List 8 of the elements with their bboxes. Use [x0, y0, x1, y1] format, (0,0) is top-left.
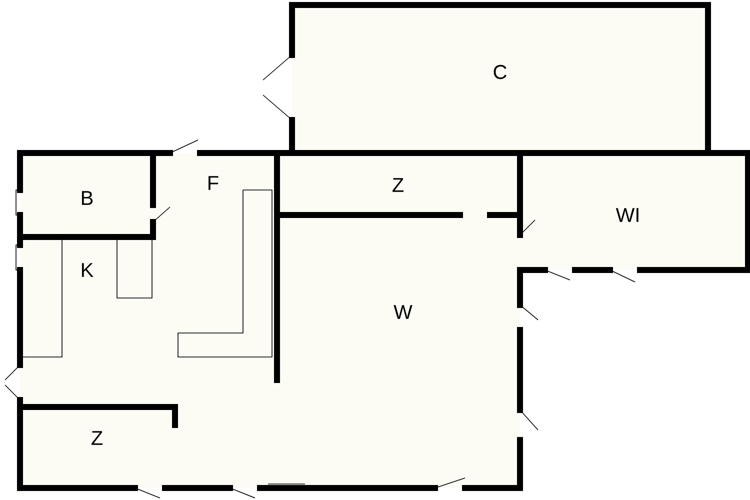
room-label: B — [82, 191, 93, 205]
room-label: K — [82, 263, 94, 277]
room-label: WI — [616, 208, 638, 222]
room-label: C — [494, 64, 506, 80]
room-label: F — [208, 176, 218, 190]
room-label: W — [394, 305, 412, 319]
room-label: Z — [392, 178, 404, 192]
room-label: Z — [92, 431, 102, 445]
